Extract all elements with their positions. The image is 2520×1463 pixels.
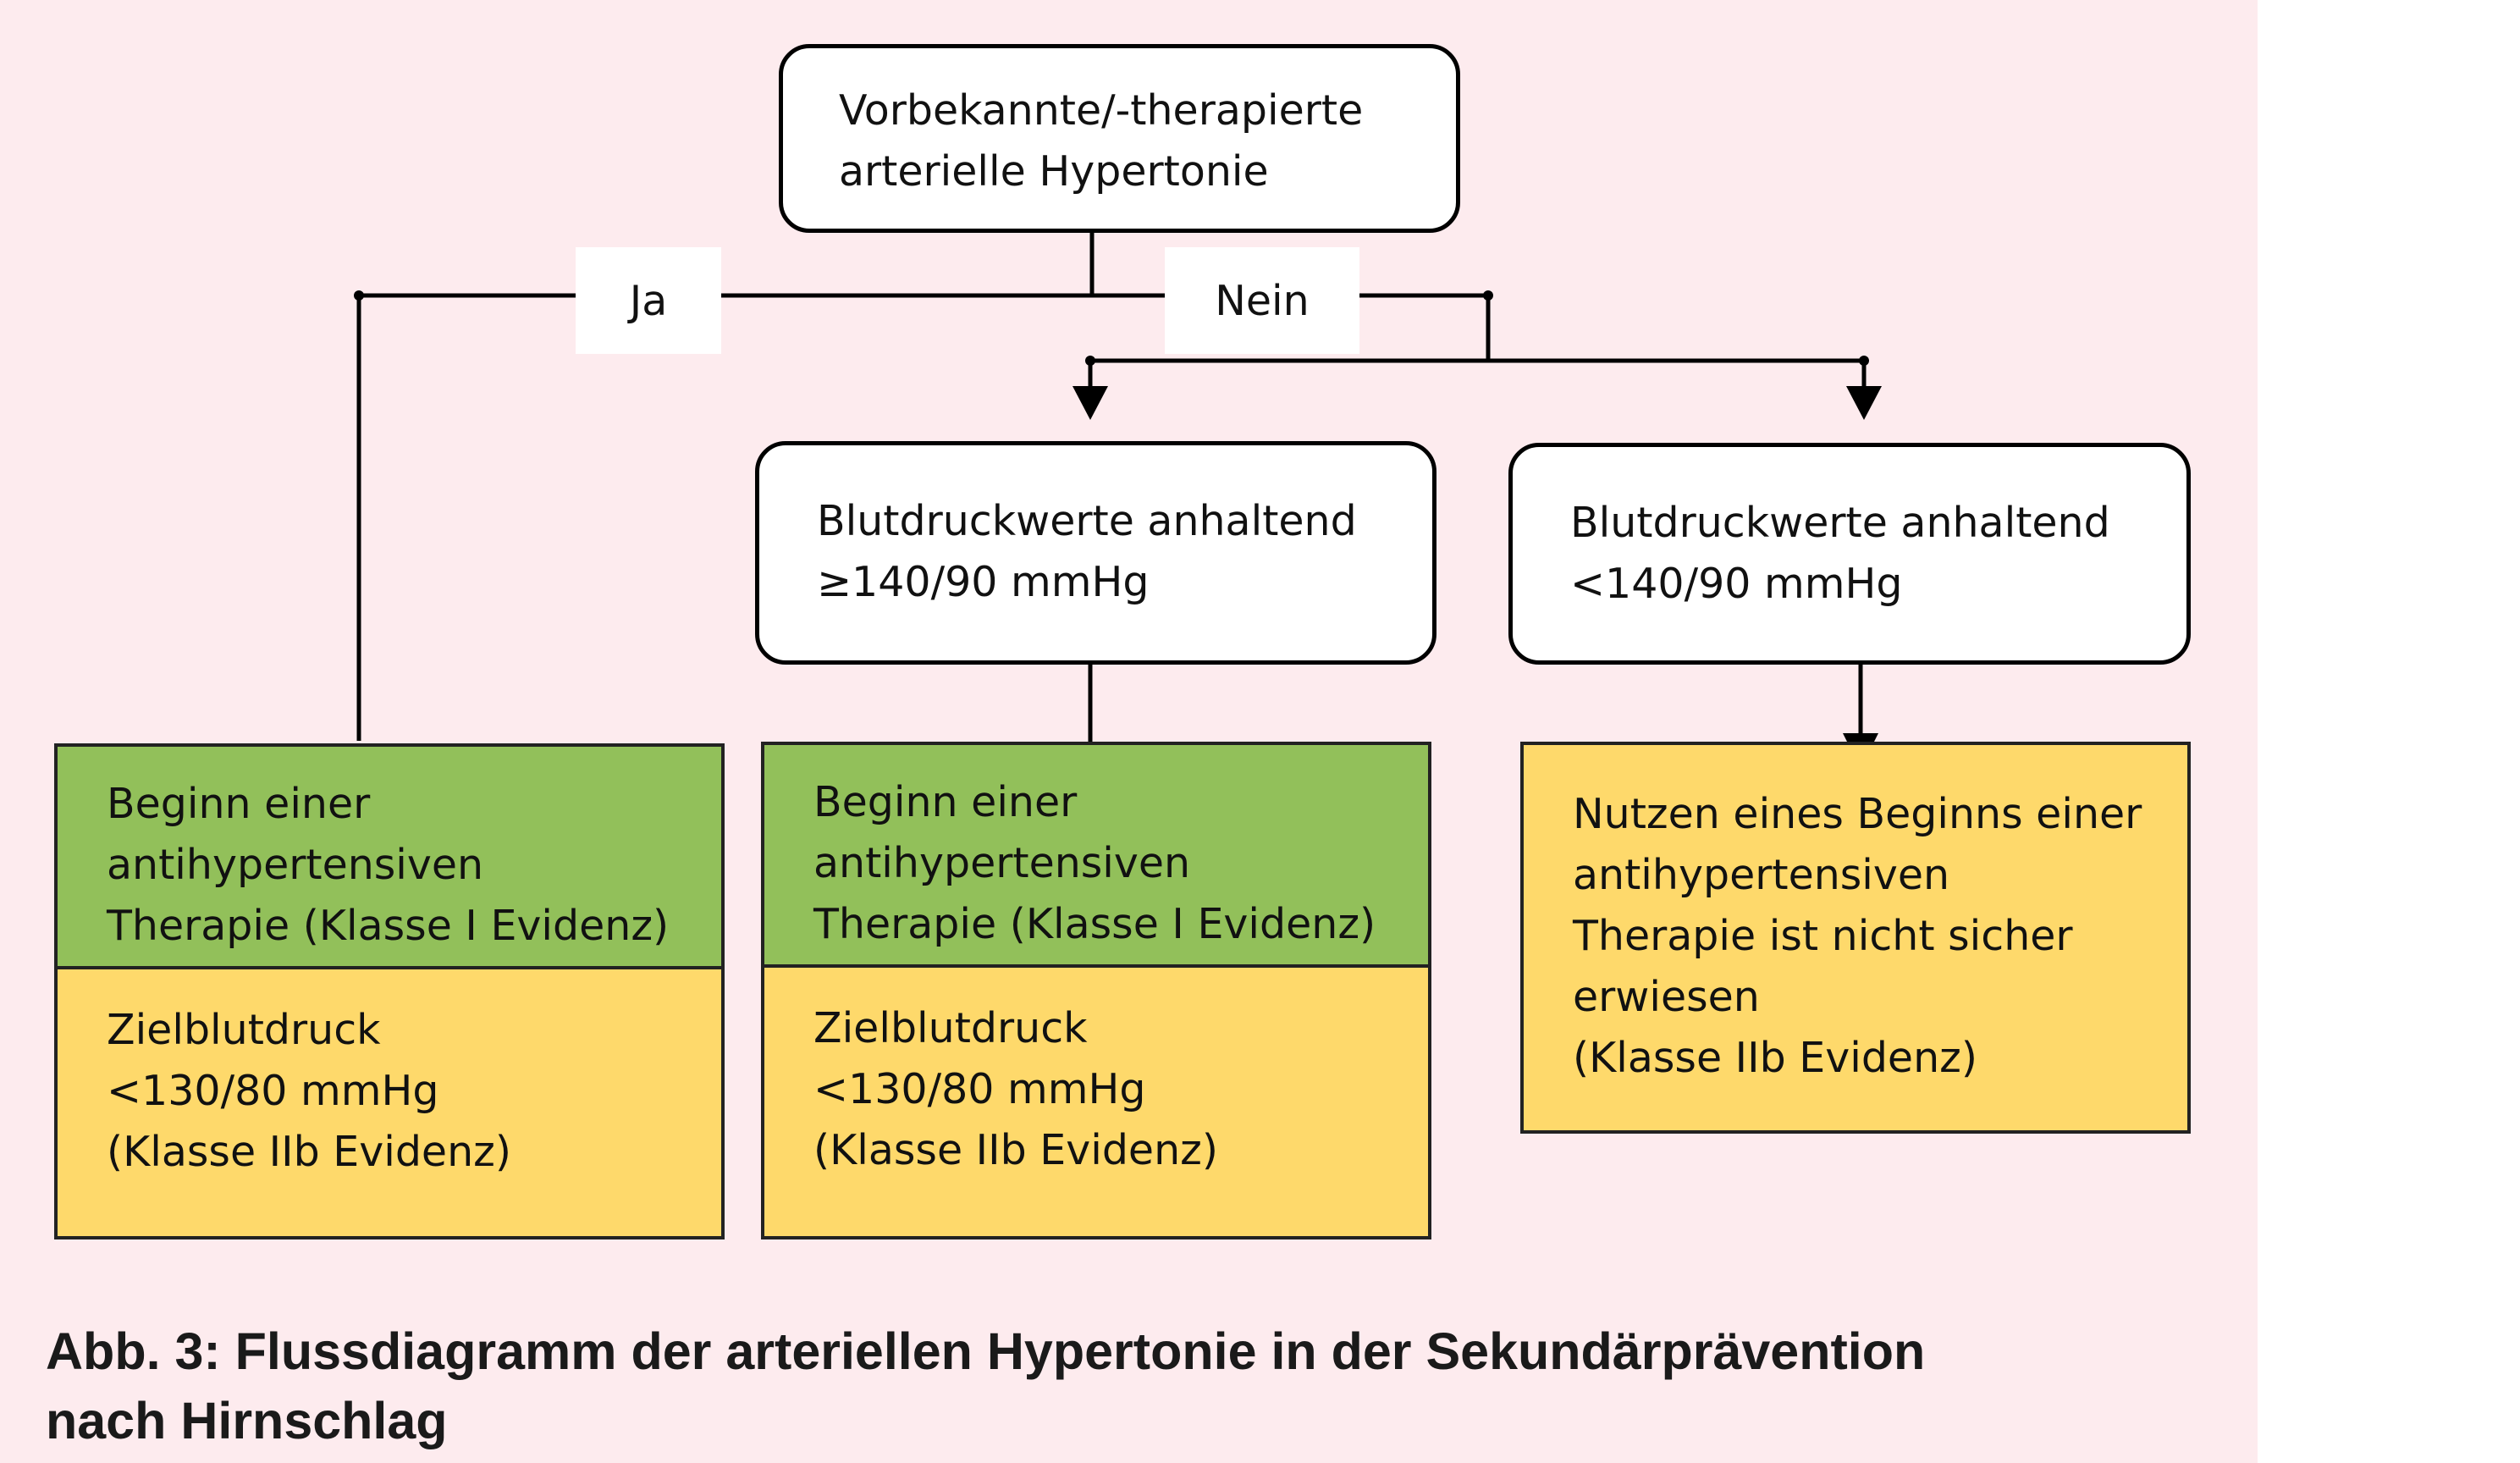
therapy-line: antihypertensiven [107,841,484,889]
bp-high-line: ≥140/90 mmHg [817,558,1150,606]
uncertain-line: erwiesen [1573,973,1760,1021]
caption-line: nach Hirnschlag [46,1392,448,1449]
bp-high-line: Blutdruckwerte anhaltend [817,497,1357,545]
target-line: <130/80 mmHg [813,1065,1146,1113]
top-box-line: arterielle Hypertonie [839,147,1269,196]
bp-low-box: Blutdruckwerte anhaltend <140/90 mmHg [1508,443,2191,665]
branch-label-yes: Ja [576,247,721,354]
target-line: <130/80 mmHg [107,1067,439,1115]
target-line: Zielblutdruck [813,1004,1088,1052]
caption-line: Abb. 3: Flussdiagramm der arteriellen Hy… [46,1322,1926,1380]
bp-low-line: <140/90 mmHg [1570,560,1903,608]
target-box-mid: Zielblutdruck <130/80 mmHg (Klasse IIb E… [761,964,1431,1239]
therapy-line: Beginn einer [107,780,371,828]
branch-label-no: Nein [1165,247,1359,354]
uncertain-line: antihypertensiven [1573,851,1950,899]
uncertain-line: Nutzen eines Beginns einer [1573,790,2142,838]
uncertain-line: Therapie ist nicht sicher [1573,912,2073,960]
therapy-box-mid: Beginn einer antihypertensiven Therapie … [761,742,1431,968]
therapy-line: antihypertensiven [813,839,1191,887]
therapy-box-left: Beginn einer antihypertensiven Therapie … [54,743,725,969]
figure-caption: Abb. 3: Flussdiagramm der arteriellen Hy… [46,1317,1925,1455]
top-box: Vorbekannte/-therapierte arterielle Hype… [779,44,1460,233]
therapy-line: Therapie (Klasse I Evidenz) [813,900,1376,948]
arrow-right-head [1846,386,1882,420]
arrow-left-head [1073,386,1108,420]
therapy-line: Beginn einer [813,778,1078,826]
bp-low-line: Blutdruckwerte anhaltend [1570,499,2110,547]
uncertain-box: Nutzen eines Beginns einer antihypertens… [1520,742,2191,1134]
target-line: (Klasse IIb Evidenz) [107,1128,511,1176]
bp-high-box: Blutdruckwerte anhaltend ≥140/90 mmHg [755,441,1436,665]
uncertain-line: (Klasse IIb Evidenz) [1573,1034,1977,1082]
top-box-line: Vorbekannte/-therapierte [839,86,1364,135]
target-line: (Klasse IIb Evidenz) [813,1126,1218,1174]
target-line: Zielblutdruck [107,1006,381,1054]
therapy-line: Therapie (Klasse I Evidenz) [107,902,670,950]
target-box-left: Zielblutdruck <130/80 mmHg (Klasse IIb E… [54,966,725,1239]
